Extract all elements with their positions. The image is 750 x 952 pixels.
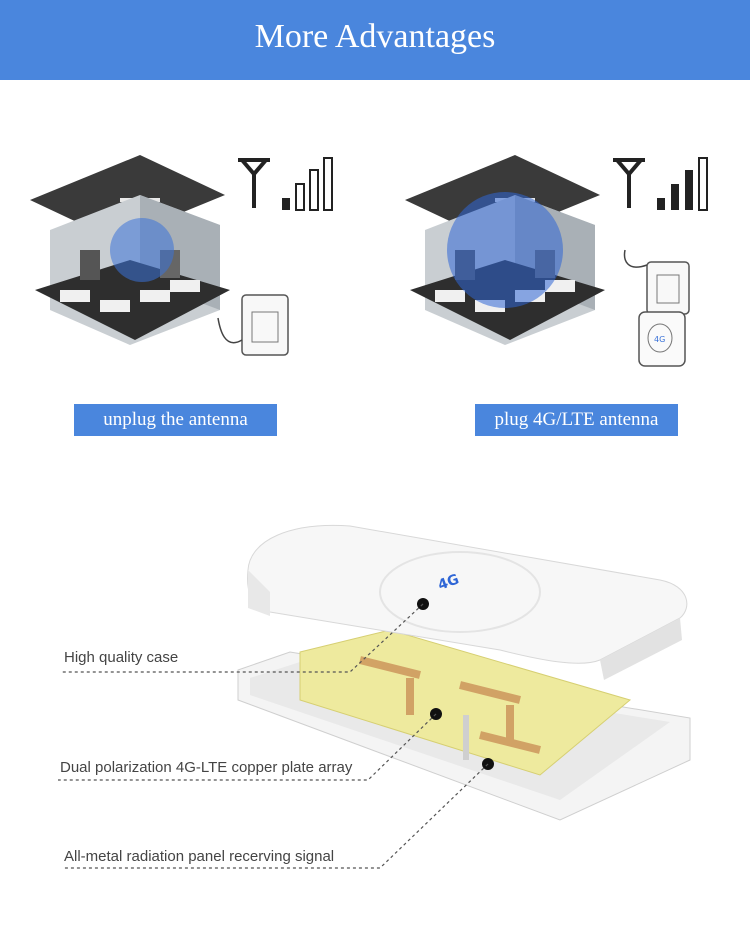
scene-unplugged	[20, 140, 360, 380]
router-icon	[241, 294, 289, 356]
page-title: More Advantages	[254, 18, 496, 55]
coverage-glow	[110, 218, 174, 282]
signal-strength-icon	[238, 157, 333, 211]
caption-plugged: plug 4G/LTE antenna	[475, 404, 678, 436]
coverage-glow	[447, 192, 563, 308]
antenna-exploded-view: 4G	[0, 500, 750, 952]
antenna-icon	[638, 311, 686, 367]
device-illustration: 4G	[58, 524, 691, 869]
leader-line-panel	[62, 763, 489, 869]
callout-radiation-panel: All-metal radiation panel recerving sign…	[64, 848, 335, 865]
caption-unplugged: unplug the antenna	[74, 404, 277, 436]
callout-high-quality-case: High quality case	[64, 649, 179, 666]
svg-text:4G: 4G	[654, 335, 665, 344]
router-icon	[646, 261, 690, 315]
device-logo-4g: 4G	[436, 571, 461, 593]
leader-line-copper	[58, 713, 437, 781]
signal-strength-icon	[613, 157, 708, 211]
house-illustration-unplugged	[30, 155, 333, 356]
house-illustration-plugged: 4G	[405, 155, 708, 367]
header-banner: More Advantages	[0, 0, 750, 80]
scene-plugged: 4G	[395, 140, 735, 380]
callout-copper-plate-array: Dual polarization 4G-LTE copper plate ar…	[60, 759, 353, 776]
